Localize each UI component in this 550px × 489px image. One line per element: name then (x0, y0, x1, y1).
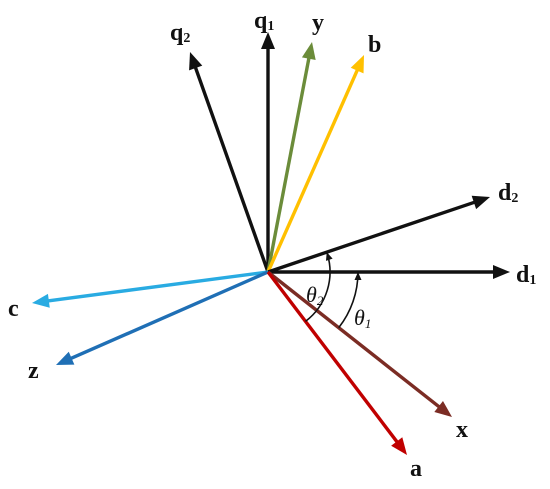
label-subscript: 1 (267, 19, 274, 34)
vector-y (266, 42, 316, 273)
vector-a-label: a (410, 456, 422, 482)
vector-d1 (268, 265, 510, 279)
angle-symbol: θ (354, 305, 365, 330)
theta1-arc (338, 271, 362, 329)
vector-q1 (261, 32, 275, 272)
vector-x-label: x (456, 417, 468, 443)
vector-c-label: c (8, 296, 19, 322)
vector-c-arrowhead (32, 293, 50, 308)
label-base: y (312, 10, 324, 36)
vector-x-shaft (266, 270, 442, 410)
vector-q2-label: q2 (170, 20, 190, 46)
label-base: z (28, 358, 39, 384)
vector-y-arrowhead (301, 42, 316, 61)
vector-b-shaft (266, 68, 360, 273)
theta2-arc (305, 251, 333, 323)
vector-b-arrowhead (350, 55, 364, 74)
label-base: d (498, 180, 512, 206)
vector-d1-label: d1 (516, 262, 536, 288)
vectors-layer (32, 32, 510, 455)
vector-a-shaft (266, 270, 400, 445)
label-base: a (410, 456, 422, 482)
label-base: q (254, 8, 268, 34)
vector-q2 (189, 52, 270, 273)
theta1-label: θ1 (354, 305, 371, 331)
vector-q2-arrowhead (189, 52, 203, 71)
vector-y-shaft (266, 56, 311, 273)
label-subscript: 2 (183, 31, 190, 46)
vector-d2 (267, 195, 490, 274)
vector-c (32, 270, 269, 308)
label-subscript: 2 (511, 191, 518, 206)
angle-subscript: 1 (365, 316, 372, 331)
vector-b-label: b (368, 32, 381, 58)
vector-b (266, 55, 364, 273)
vector-q1-label: q1 (254, 8, 274, 34)
angle-symbol: θ (306, 282, 317, 307)
angle-arcs (305, 251, 362, 329)
vector-q2-shaft (193, 65, 270, 273)
vector-z-label: z (28, 358, 39, 384)
vector-d2-arrowhead (471, 195, 490, 210)
vector-q1-arrowhead (261, 32, 275, 49)
vector-y-label: y (312, 10, 324, 36)
vector-c-shaft (46, 270, 269, 303)
vector-a (266, 270, 407, 455)
label-base: q (170, 20, 184, 46)
label-base: c (8, 296, 19, 322)
angle-subscript: 2 (317, 293, 324, 308)
vector-d2-shaft (267, 200, 477, 274)
vector-z-arrowhead (56, 351, 75, 365)
vector-z-shaft (69, 270, 269, 361)
vector-x-arrowhead (434, 400, 452, 417)
vector-z (56, 270, 269, 365)
label-base: b (368, 32, 381, 58)
label-base: d (516, 262, 530, 288)
label-base: x (456, 417, 468, 443)
vector-x (266, 270, 452, 417)
vector-d2-label: d2 (498, 180, 518, 206)
label-subscript: 1 (529, 273, 536, 288)
theta2-label: θ2 (306, 282, 324, 308)
vector-d1-arrowhead (493, 265, 510, 279)
vector-a-arrowhead (391, 437, 407, 455)
